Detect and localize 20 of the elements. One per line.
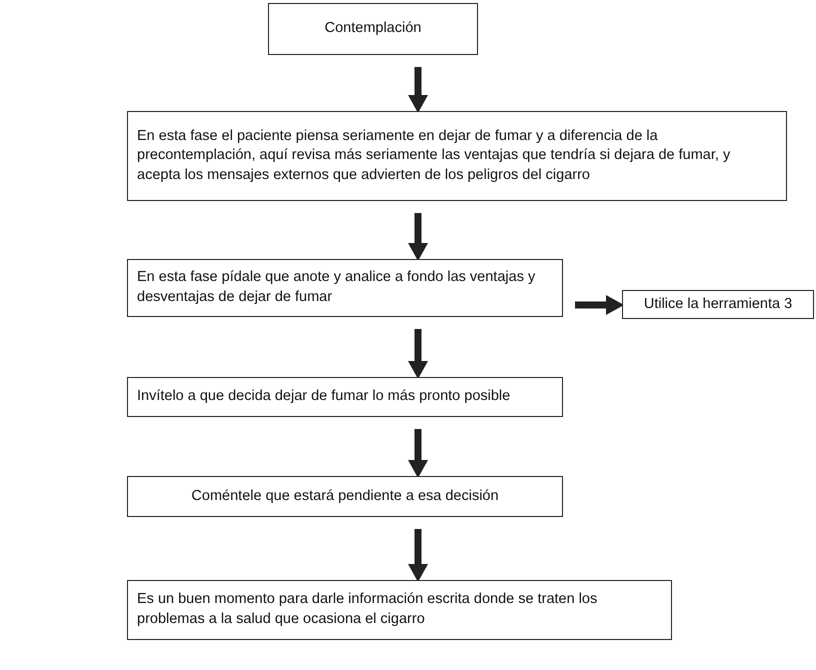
step-text: Coméntele que estará pendiente a esa decisión — [190, 486, 500, 506]
arrow — [408, 213, 428, 261]
process-box — [127, 259, 563, 317]
process-box — [127, 377, 563, 417]
step-text: Contemplación — [324, 19, 422, 38]
arrow — [575, 295, 624, 315]
process-box — [127, 111, 787, 201]
step-text: En esta fase el paciente piensa seriamente en dejar de fumar y a diferencia de la precontemplación, aquí revisa más seriamente las ventajas que tendría si dejara de fumar, y acepta los mensajes externos que advierten de los peligros del cigarro — [137, 126, 732, 185]
process-box — [127, 580, 672, 640]
arrow — [408, 67, 428, 113]
arrow — [408, 429, 428, 478]
process-box — [268, 3, 478, 55]
step-text: Utilice la herramienta 3 — [642, 294, 794, 314]
process-box — [622, 290, 814, 319]
step-text: Invítelo a que decida dejar de fumar lo más pronto posible — [137, 387, 512, 406]
arrow — [408, 329, 428, 379]
step-text: Es un buen momento para darle información escrita donde se traten los problemas a la salud que ocasiona el cigarro — [137, 590, 598, 629]
process-box — [127, 476, 563, 517]
arrow — [408, 529, 428, 582]
step-text: En esta fase pídale que anote y analice a fondo las ventajas y desventajas de dejar de fumar — [137, 268, 536, 307]
